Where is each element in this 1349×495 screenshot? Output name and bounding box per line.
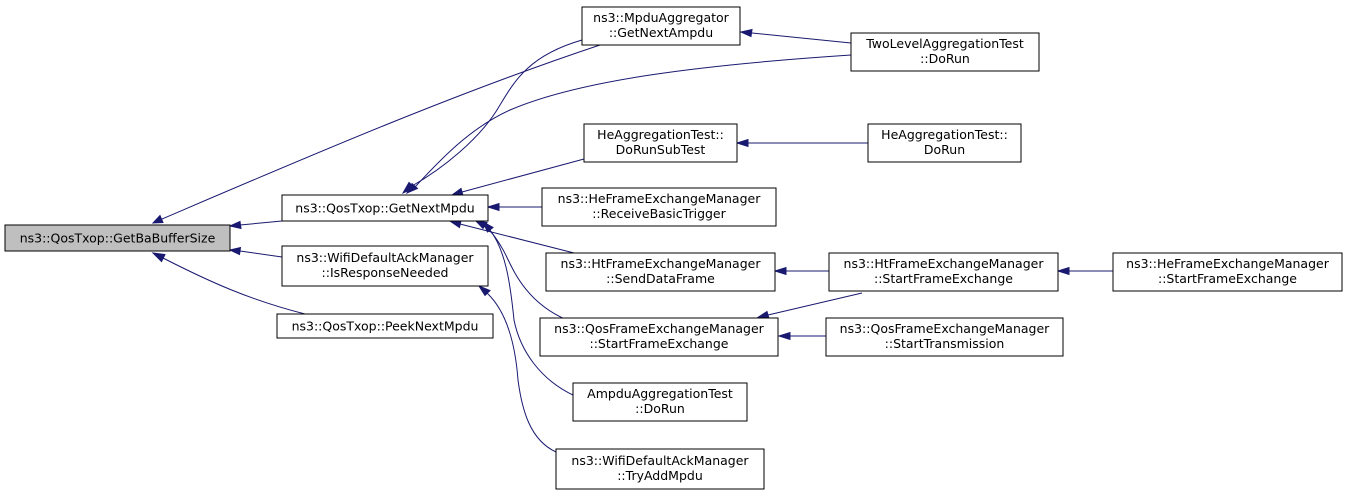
edges-layer — [151, 28, 1113, 453]
node-he-start-frame-exchange-label-2: ::StartFrameExchange — [1158, 271, 1297, 286]
arrowhead-icon — [405, 182, 419, 195]
arrowhead-icon — [450, 187, 464, 197]
node-ht-send-data-frame-label-2: ::SendDataFrame — [606, 271, 715, 286]
edge-heAggSubTest-to-getNextMpdu — [461, 158, 585, 193]
node-he-aggregation-dorun-label-1: HeAggregationTest:: — [881, 127, 1008, 142]
node-two-level-aggregation-test-label-2: ::DoRun — [920, 51, 970, 66]
arrowhead-icon — [739, 28, 753, 38]
node-he-aggregation-dorun[interactable]: HeAggregationTest:: DoRun — [867, 123, 1022, 163]
arrowhead-icon — [755, 310, 770, 320]
edge-qosStartFrameExchange-to-getNextMpdu — [483, 225, 568, 321]
arrowhead-icon — [486, 202, 500, 212]
node-try-add-mpdu[interactable]: ns3::WifiDefaultAckManager ::TryAddMpdu — [555, 448, 765, 490]
edge-tryAddMpdu-to-isResponseNeeded — [486, 292, 557, 453]
node-qos-start-transmission[interactable]: ns3::QosFrameExchangeManager ::StartTran… — [825, 317, 1064, 357]
node-peek-next-mpdu-label: ns3::QosTxop::PeekNextMpdu — [292, 319, 479, 334]
edge-mpduAggregator-to-root — [161, 44, 601, 220]
node-is-response-needed[interactable]: ns3::WifiDefaultAckManager ::IsResponseN… — [281, 245, 489, 287]
node-ampdu-aggregation-test-label-1: AmpduAggregationTest — [587, 386, 733, 401]
edge-twoLevelAgg-to-mpduAggregator — [751, 32, 852, 44]
arrowhead-icon — [228, 246, 242, 256]
node-he-receive-basic-trigger[interactable]: ns3::HeFrameExchangeManager ::ReceiveBas… — [541, 187, 777, 227]
node-root[interactable]: ns3::QosTxop::GetBaBufferSize — [4, 224, 231, 252]
node-he-aggregation-subtest-label-2: DoRunSubTest — [616, 142, 706, 157]
arrowhead-icon — [477, 284, 491, 297]
node-mpdu-aggregator[interactable]: ns3::MpduAggregator ::GetNextAmpdu — [581, 6, 741, 46]
arrowhead-icon — [151, 214, 164, 224]
edge-htSendDataFrame-to-getNextMpdu — [459, 223, 579, 255]
edge-ampduAggDoRun-to-getNextMpdu — [489, 229, 576, 397]
node-ht-start-frame-exchange-label-2: ::StartFrameExchange — [874, 271, 1013, 286]
arrowhead-icon — [151, 252, 166, 263]
node-he-start-frame-exchange[interactable]: ns3::HeFrameExchangeManager ::StartFrame… — [1112, 252, 1343, 292]
node-he-aggregation-subtest-label-1: HeAggregationTest:: — [597, 127, 724, 142]
node-get-next-mpdu[interactable]: ns3::QosTxop::GetNextMpdu — [281, 194, 489, 222]
node-get-next-mpdu-label: ns3::QosTxop::GetNextMpdu — [295, 201, 474, 216]
node-mpdu-aggregator-label-2: ::GetNextAmpdu — [609, 25, 713, 40]
node-try-add-mpdu-label-2: ::TryAddMpdu — [617, 468, 703, 483]
node-ampdu-aggregation-test-label-2: ::DoRun — [635, 401, 685, 416]
arrowhead-icon — [735, 138, 749, 148]
node-ht-start-frame-exchange[interactable]: ns3::HtFrameExchangeManager ::StartFrame… — [828, 252, 1059, 292]
node-he-aggregation-subtest[interactable]: HeAggregationTest:: DoRunSubTest — [583, 123, 738, 163]
node-peek-next-mpdu[interactable]: ns3::QosTxop::PeekNextMpdu — [276, 313, 494, 339]
arrowhead-icon — [1056, 266, 1070, 276]
node-two-level-aggregation-test[interactable]: TwoLevelAggregationTest ::DoRun — [850, 32, 1040, 72]
edge-isResponseNeeded-to-root — [239, 250, 283, 258]
node-qos-start-frame-exchange-label-1: ns3::QosFrameExchangeManager — [554, 321, 764, 336]
node-try-add-mpdu-label-1: ns3::WifiDefaultAckManager — [571, 453, 749, 468]
arrowhead-icon — [481, 220, 494, 233]
node-mpdu-aggregator-label-1: ns3::MpduAggregator — [593, 10, 730, 25]
node-is-response-needed-label-1: ns3::WifiDefaultAckManager — [296, 250, 474, 265]
node-he-receive-basic-trigger-label-1: ns3::HeFrameExchangeManager — [558, 191, 762, 206]
edge-twoLevelAgg-to-getNextMpdu — [414, 54, 852, 188]
node-is-response-needed-label-2: ::IsResponseNeeded — [322, 265, 449, 280]
arrowhead-icon — [777, 331, 791, 341]
node-qos-start-transmission-label-1: ns3::QosFrameExchangeManager — [840, 321, 1050, 336]
edge-peekNextMpdu-to-root — [162, 257, 306, 315]
arrowhead-icon — [773, 266, 787, 276]
edge-mpduAggregator-to-getNextMpdu — [411, 39, 583, 187]
edge-htStartFrameExchange-to-qosStartFrameExchange — [767, 292, 863, 316]
node-ht-start-frame-exchange-label-1: ns3::HtFrameExchangeManager — [844, 256, 1045, 271]
node-he-aggregation-dorun-label-2: DoRun — [924, 142, 965, 157]
arrowhead-icon — [228, 220, 242, 230]
node-he-receive-basic-trigger-label-2: ::ReceiveBasicTrigger — [592, 206, 726, 221]
node-qos-start-frame-exchange-label-2: ::StartFrameExchange — [590, 336, 729, 351]
node-root-label: ns3::QosTxop::GetBaBufferSize — [20, 231, 216, 246]
node-he-start-frame-exchange-label-1: ns3::HeFrameExchangeManager — [1126, 256, 1330, 271]
node-ht-send-data-frame[interactable]: ns3::HtFrameExchangeManager ::SendDataFr… — [545, 252, 776, 292]
node-ht-send-data-frame-label-1: ns3::HtFrameExchangeManager — [561, 256, 762, 271]
nodes-layer: ns3::QosTxop::GetBaBufferSize ns3::QosTx… — [4, 6, 1343, 490]
node-qos-start-transmission-label-2: ::StartTransmission — [885, 336, 1005, 351]
node-ampdu-aggregation-test[interactable]: AmpduAggregationTest ::DoRun — [572, 382, 748, 422]
node-qos-start-frame-exchange[interactable]: ns3::QosFrameExchangeManager ::StartFram… — [539, 317, 779, 357]
edge-getNextMpdu-to-root — [239, 220, 283, 226]
arrowhead-icon — [448, 219, 462, 229]
node-two-level-aggregation-test-label-1: TwoLevelAggregationTest — [865, 36, 1024, 51]
